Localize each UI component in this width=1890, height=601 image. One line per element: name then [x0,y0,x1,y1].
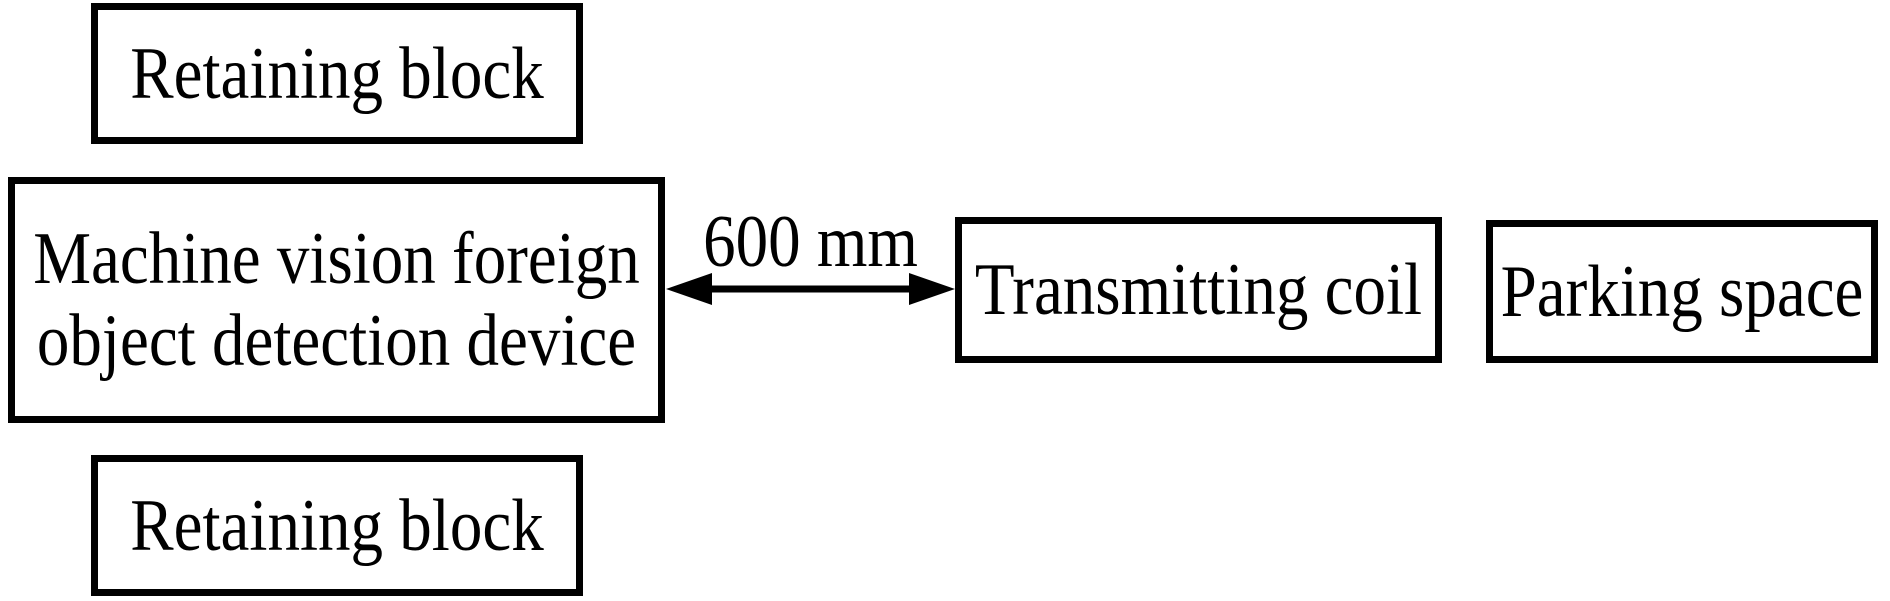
distance-label-text: 600 mm [703,200,918,284]
machine-vision-device-label-line1: Machine vision foreign [33,217,640,300]
transmitting-coil-box: Transmitting coil [955,217,1442,363]
retaining-block-top-box: Retaining block [91,3,583,144]
double-headed-arrow-icon [666,273,955,305]
transmitting-coil-label: Transmitting coil [974,248,1423,332]
machine-vision-device-box: Machine vision foreign object detection … [8,177,665,423]
retaining-block-top-label: Retaining block [130,32,544,115]
machine-vision-device-label-line2: object detection device [36,300,637,383]
distance-label: 600 mm [666,201,955,283]
machine-vision-device-label: Machine vision foreign object detection … [33,218,640,382]
parking-space-label: Parking space [1500,250,1864,333]
retaining-block-bottom-label: Retaining block [130,484,544,567]
parking-space-box: Parking space [1486,220,1878,363]
retaining-block-bottom-box: Retaining block [91,455,583,596]
